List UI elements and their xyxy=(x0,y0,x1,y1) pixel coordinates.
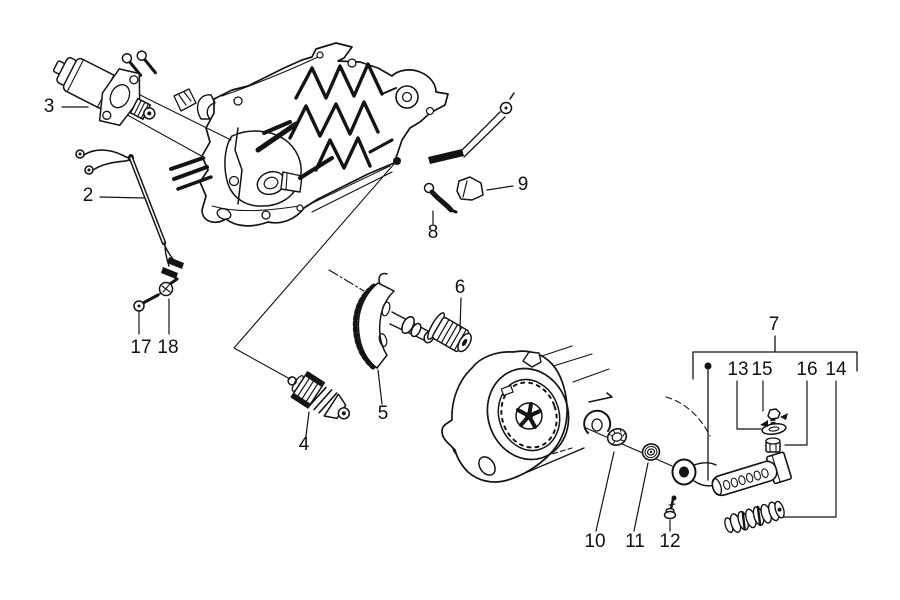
leader-lines xyxy=(61,106,837,532)
part-label-7: 7 xyxy=(768,314,780,335)
guide-lines xyxy=(117,83,711,477)
part-label-16: 16 xyxy=(796,359,818,380)
sector-gear-5 xyxy=(352,272,435,370)
part-label-3: 3 xyxy=(43,96,55,117)
group-bracket-7 xyxy=(692,335,858,481)
part-label-14: 14 xyxy=(825,359,847,380)
part-label-17: 17 xyxy=(130,337,152,358)
part-label-12: 12 xyxy=(659,531,681,552)
nut-11 xyxy=(641,443,661,461)
part-label-8: 8 xyxy=(427,222,439,243)
kick-lever xyxy=(671,451,792,497)
crankcase xyxy=(169,42,515,227)
part-label-18: 18 xyxy=(157,337,179,358)
screw-12 xyxy=(663,495,677,520)
part-label-2: 2 xyxy=(82,185,94,206)
part-label-10: 10 xyxy=(584,531,606,552)
part-label-11: 11 xyxy=(625,531,645,552)
part-label-13: 13 xyxy=(727,359,749,380)
flywheel-cover xyxy=(441,350,570,483)
part-label-4: 4 xyxy=(298,434,310,455)
starter-motor xyxy=(52,50,157,127)
bracket-9 xyxy=(456,176,484,201)
part-label-6: 6 xyxy=(454,277,466,298)
nut-10 xyxy=(606,428,628,446)
screw-17 xyxy=(133,291,164,312)
starter-pinion-4 xyxy=(287,371,351,420)
pinion-6 xyxy=(426,312,472,353)
part-label-15: 15 xyxy=(751,359,773,380)
crankcase-ribs xyxy=(255,62,397,180)
pedal-nut-16 xyxy=(765,437,781,453)
pedal-washer-13 xyxy=(760,413,788,435)
part-label-9: 9 xyxy=(517,174,529,195)
clip-8 xyxy=(423,182,458,214)
starter-cable xyxy=(75,149,184,279)
bolt-18 xyxy=(158,277,179,297)
part-label-5: 5 xyxy=(377,403,389,424)
pedal-spring-14 xyxy=(724,500,785,534)
kick-shaft-boss xyxy=(583,409,612,434)
